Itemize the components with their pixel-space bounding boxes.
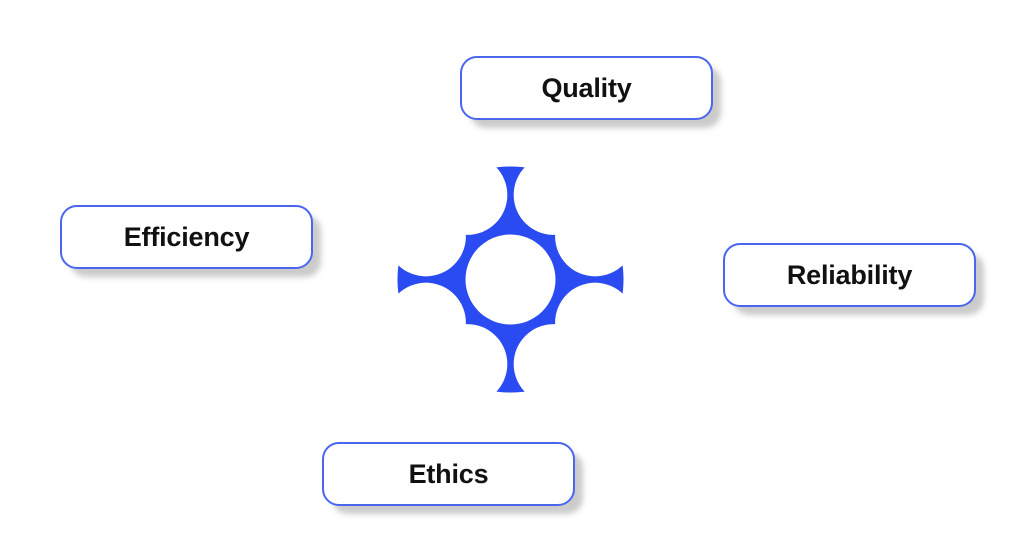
node-efficiency-label: Efficiency xyxy=(123,221,250,252)
node-ethics[interactable]: Ethics xyxy=(322,442,575,506)
node-efficiency[interactable]: Efficiency xyxy=(60,205,313,269)
gear-shape xyxy=(396,165,625,394)
gear-icon xyxy=(396,165,625,394)
node-reliability[interactable]: Reliability xyxy=(723,243,976,307)
node-quality-label: Quality xyxy=(541,72,632,103)
node-reliability-label: Reliability xyxy=(786,259,913,290)
node-ethics-label: Ethics xyxy=(408,458,489,489)
node-quality[interactable]: Quality xyxy=(460,56,713,120)
